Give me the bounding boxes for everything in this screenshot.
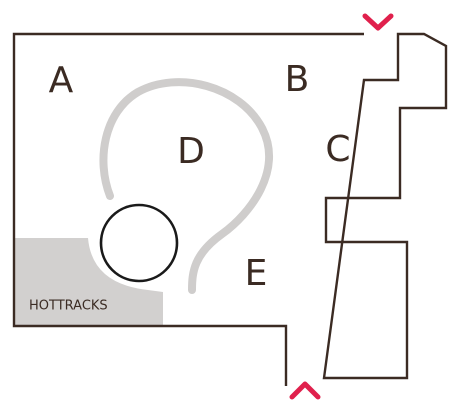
hottracks-label: HOTTRACKS	[29, 299, 108, 314]
zone-label-c: C	[325, 129, 350, 170]
chevron-down-icon[interactable]	[362, 13, 394, 31]
circle-icon	[99, 203, 179, 283]
walking-path	[99, 78, 273, 294]
zone-label-d: D	[177, 131, 205, 172]
hottracks-area	[14, 238, 163, 326]
zone-label-b: B	[285, 59, 310, 100]
chevron-up-icon[interactable]	[289, 381, 321, 400]
zone-label-e: E	[245, 253, 268, 294]
zone-label-a: A	[49, 60, 74, 101]
floor-outline	[12, 32, 448, 386]
